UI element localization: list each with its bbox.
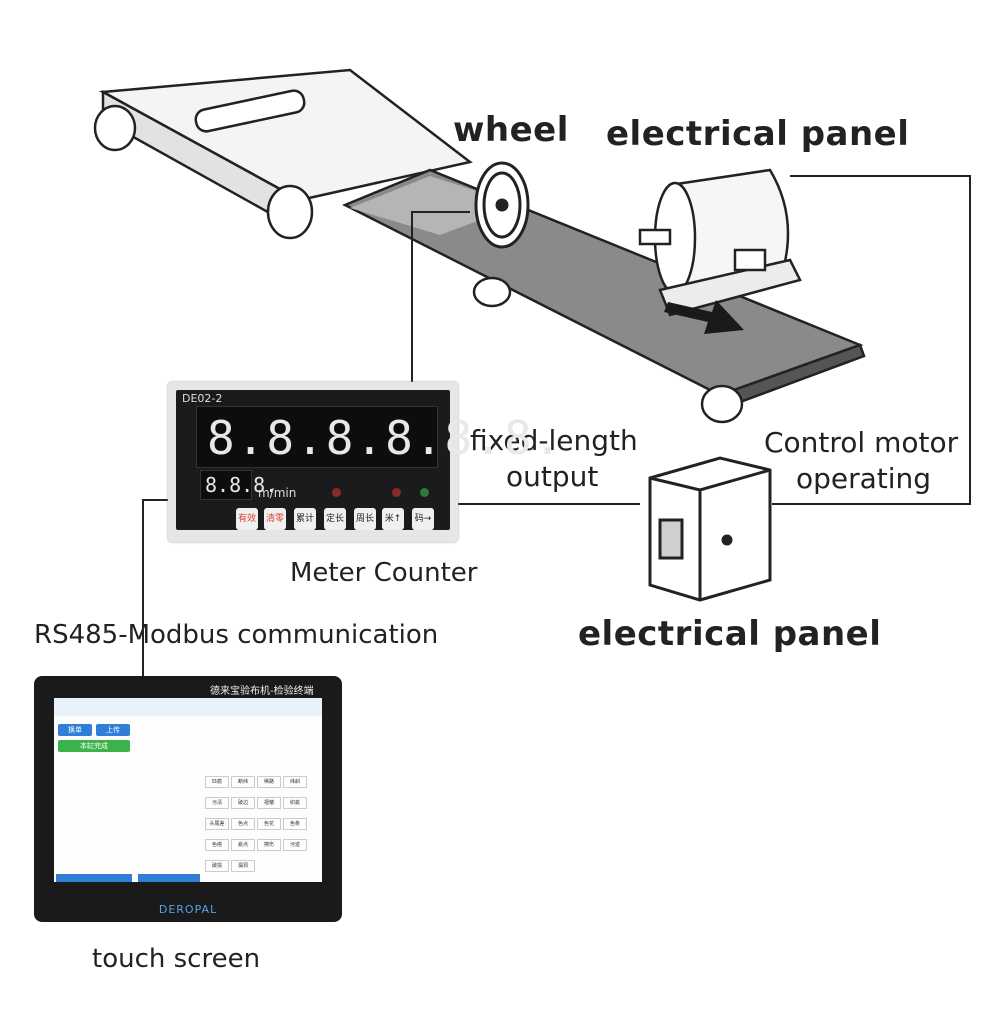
tablet-switch-order-button[interactable]: 换单 (58, 724, 92, 736)
status-led-1 (332, 488, 341, 497)
defect-item[interactable]: 匹痕 (205, 776, 229, 788)
status-led-3 (420, 488, 429, 497)
meter-button-valid[interactable]: 有效 (236, 508, 258, 530)
rollers (472, 276, 744, 424)
wheel-label: wheel (453, 110, 569, 150)
wheel-drawing (474, 161, 530, 249)
tablet-screen: 换单 上传 本缸完成 匹痕断纬稀路纬斜污渍破边褶皱织疵头尾差色点色花色条色绺疵点… (54, 698, 322, 882)
defect-item[interactable]: 色花 (257, 818, 281, 830)
meter-model: DE02-2 (182, 392, 223, 405)
meter-counter-device: DE02-2 8.8.8.8.8.8. 8.8.8. m/min 有效 清零 累… (168, 382, 561, 542)
rs485-label: RS485-Modbus communication (34, 620, 439, 650)
defect-item[interactable]: 疵点 (231, 839, 255, 851)
tablet-bottom-bar-left[interactable] (56, 874, 132, 882)
meter-button-reset[interactable]: 清零 (264, 508, 286, 530)
defect-item[interactable]: 稀路 (257, 776, 281, 788)
fixed-length-label-line2: output (506, 460, 599, 493)
defect-item[interactable]: 破边 (231, 797, 255, 809)
main-display-digits: 8.8.8.8.8.8. (207, 411, 564, 465)
defect-item[interactable]: 擦伤 (257, 839, 281, 851)
defect-item[interactable]: 色点 (231, 818, 255, 830)
defect-item[interactable]: 色绺 (205, 839, 229, 851)
direction-arrow (664, 300, 744, 334)
tablet-defect-grid: 匹痕断纬稀路纬斜污渍破边褶皱织疵头尾差色点色花色条色绺疵点擦伤污迹破损漏洞 (204, 768, 320, 873)
speed-unit: m/min (258, 486, 297, 500)
defect-item[interactable]: 漏洞 (231, 860, 255, 872)
fabric-belt (342, 168, 866, 410)
upper-conveyor (93, 68, 473, 240)
defect-item[interactable]: 污渍 (205, 797, 229, 809)
defect-item[interactable]: 褶皱 (257, 797, 281, 809)
control-motor-label-line2: operating (796, 462, 932, 495)
defect-item[interactable]: 破损 (205, 860, 229, 872)
motor-drawing (638, 168, 802, 317)
defect-item[interactable]: 头尾差 (205, 818, 229, 830)
meter-button-yard[interactable]: 码→ (412, 508, 434, 530)
tablet-brand: DEROPAL (158, 903, 218, 916)
defect-item[interactable]: 织疵 (283, 797, 307, 809)
meter-button-total[interactable]: 累计 (294, 508, 316, 530)
tablet-bottom-bar-mid[interactable] (138, 874, 200, 882)
small-display: 8.8.8. (200, 470, 277, 500)
control-motor-label-line1: Control motor (764, 426, 959, 459)
fixed-length-label-line1: fixed-length (470, 424, 638, 457)
meter-button-perimeter[interactable]: 周长 (354, 508, 376, 530)
defect-item[interactable]: 纬斜 (283, 776, 307, 788)
main-display: 8.8.8.8.8.8. (196, 406, 561, 468)
meter-face: DE02-2 8.8.8.8.8.8. 8.8.8. m/min 有效 清零 累… (176, 390, 561, 530)
touch-screen-label: touch screen (92, 944, 261, 974)
defect-item[interactable]: 污迹 (283, 839, 307, 851)
defect-item[interactable]: 断纬 (231, 776, 255, 788)
electrical-panel-bottom-label: electrical panel (578, 614, 882, 654)
tablet-upload-button[interactable]: 上传 (96, 724, 130, 736)
electrical-panel-top-label: electrical panel (606, 114, 910, 154)
defect-item[interactable]: 色条 (283, 818, 307, 830)
tablet-title: 德来宝验布机-检验终端 (210, 686, 314, 697)
tablet-batch-complete-button[interactable]: 本缸完成 (58, 740, 130, 752)
tablet-toolbar (54, 698, 322, 716)
status-led-2 (392, 488, 401, 497)
connection-lines (142, 175, 971, 676)
meter-button-fixed-length[interactable]: 定长 (324, 508, 346, 530)
meter-button-meter-up[interactable]: 米↑ (382, 508, 404, 530)
electrical-panel-box (648, 456, 772, 602)
small-display-digits: 8.8.8. (205, 473, 278, 497)
touch-screen-device: 德来宝验布机-检验终端 换单 上传 本缸完成 匹痕断纬稀路纬斜污渍破边褶皱织疵头… (34, 676, 342, 922)
meter-counter-label: Meter Counter (290, 558, 478, 588)
tablet-left-panel: 换单 上传 本缸完成 (56, 720, 132, 880)
